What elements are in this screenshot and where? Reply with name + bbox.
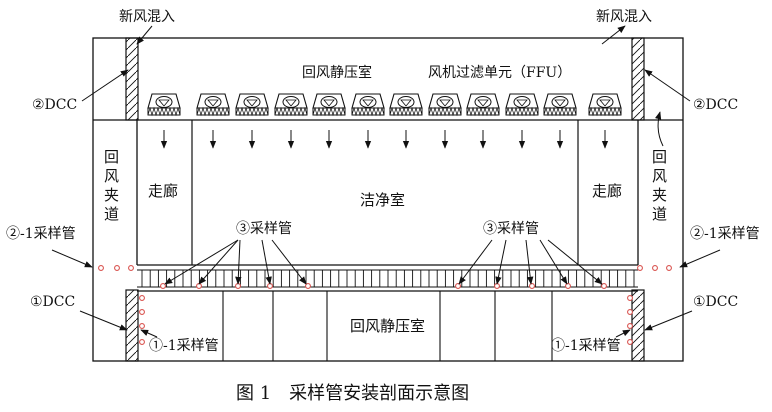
ffu-units [147,93,622,149]
sample-point [139,323,145,329]
sample-point [114,265,120,271]
return-plenum-top-label: 回风静压室 [302,64,372,81]
dcc1-label-right: ①DCC [693,294,738,310]
sample-point [128,265,134,271]
sampling-pipe-leader [458,239,493,285]
sample-point [637,265,643,271]
sample-point [455,283,461,289]
sampling-pipe-leader [235,239,242,285]
ffu-label: 风机过滤单元（FFU） [428,65,571,81]
ffu-unit [588,93,622,117]
sampling-pipe-3-leaders [164,239,603,285]
sample-point [627,339,633,345]
sample-point [494,283,500,289]
corridor-left-label: 走廊 [148,182,178,200]
svg-text:道: 道 [104,205,119,223]
sample-point [601,283,607,289]
ffu-unit [274,93,308,117]
fresh-air-label-right: 新风混入 [596,9,652,25]
sample-point [627,295,633,301]
dcc2-right-coil [631,37,645,121]
dcc1-right-coil [631,289,645,362]
return-channel-right: 回 风 夹 道 [652,148,667,223]
svg-text:风: 风 [104,167,119,185]
dcc2-arrow-left [81,69,129,102]
sample-point [235,283,241,289]
sampling-1-1-arrow-left [140,329,158,338]
sample-point [139,295,145,301]
return-channel-left: 回 风 夹 道 [104,148,119,223]
sample-point [267,283,273,289]
ffu-unit [428,93,462,117]
dcc1-arrow-left [79,310,128,331]
ffu-unit [389,93,423,117]
building-outline [92,37,684,362]
sampling-pipe-leader [495,239,507,285]
svg-text:回: 回 [652,148,667,166]
sampling-2-1-arrow-left [51,249,93,268]
dcc2-label-left: ②DCC [32,97,77,113]
sample-point [139,309,145,315]
dcc1-label-left: ①DCC [30,294,75,310]
ffu-unit [505,93,539,117]
svg-text:道: 道 [652,205,667,223]
sampling-2-1-left-label: ②-1采样管 [6,226,76,242]
sample-point [305,283,311,289]
sample-point [627,323,633,329]
sampling-1-1-right-label: ①-1采样管 [551,338,621,354]
sampling-pipe-leader [164,239,239,285]
sampling-pipe-3-right-label: ③采样管 [483,221,539,237]
sampling-pipe-leader [198,239,239,285]
cleanroom-label: 洁净室 [360,191,405,209]
sampling-pipe-leader [547,239,603,285]
ffu-unit [235,93,269,117]
return-plenum-bottom-label: 回风静压室 [350,317,425,335]
ffu-unit [351,93,385,117]
sampling-pipe-leader [271,239,307,285]
svg-text:风: 风 [652,167,667,185]
dcc1-left-coil [125,289,139,362]
ffu-unit [147,93,181,117]
sampling-pipe-3-left-label: ③采样管 [236,221,292,237]
fresh-air-arrow-left [136,25,153,45]
ffu-unit [196,93,230,117]
corridor-right-label: 走廊 [592,182,622,200]
figure-caption: 图 1 采样管安装剖面示意图 [236,383,469,404]
lower-plenum-partitions [222,291,553,361]
fresh-air-label-left: 新风混入 [119,9,175,25]
svg-text:夹: 夹 [104,186,119,204]
dcc2-arrow-right [644,69,691,102]
svg-text:回: 回 [104,148,119,166]
raised-floor-grating [137,264,638,292]
sampling-points [98,265,672,345]
sampling-1-1-arrow-right [615,329,631,338]
sampling-1-1-left-label: ①-1采样管 [149,338,219,354]
sampling-pipe-leader [525,239,534,285]
sample-point [196,283,202,289]
ffu-unit [312,93,346,117]
sample-point [139,339,145,345]
ffu-unit [466,93,500,117]
sampling-pipe-leader [261,239,272,285]
sample-point [529,283,535,289]
sample-point [565,283,571,289]
sample-point [160,283,166,289]
sample-point [666,265,672,271]
dcc2-left-coil [125,37,139,121]
dcc2-label-right: ②DCC [693,97,738,113]
sample-point [652,265,658,271]
sampling-2-1-arrow-right [679,249,721,268]
svg-text:夹: 夹 [652,186,667,204]
ffu-unit [543,93,577,117]
dcc1-arrow-right [644,310,693,331]
fresh-air-arrow-right [601,25,626,45]
sampling-2-1-right-label: ②-1采样管 [690,226,760,242]
sample-point [627,309,633,315]
sampling-pipe-leader [539,239,568,285]
sample-point [98,265,104,271]
return-air-curve-arrow [654,111,664,147]
